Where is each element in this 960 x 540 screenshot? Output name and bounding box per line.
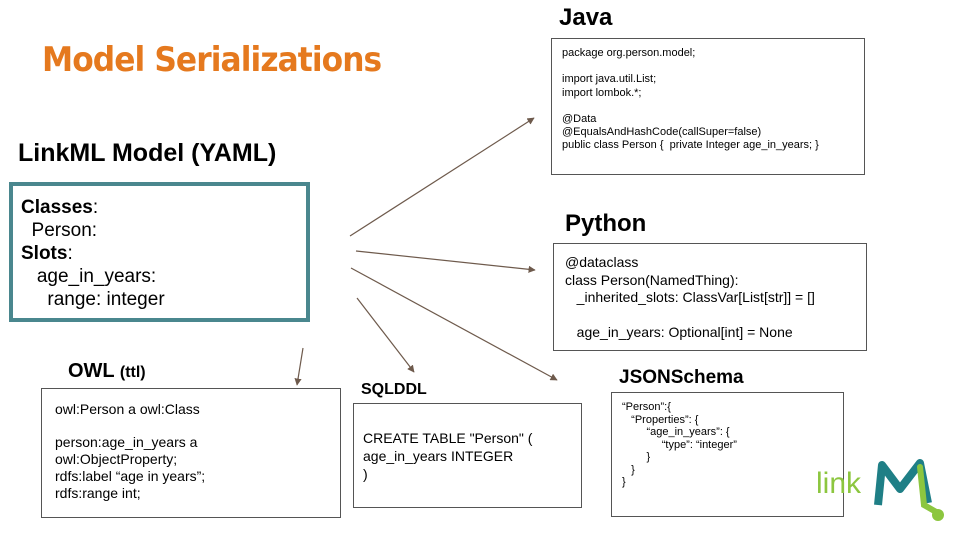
- python-code-line: _inherited_slots: ClassVar[List[str]] = …: [565, 289, 815, 305]
- yaml-line-slots: Slots:: [21, 243, 73, 264]
- java-code-box: package org.person.model; ​ import java.…: [551, 38, 865, 175]
- linkml-model-heading: LinkML Model (YAML): [18, 139, 277, 167]
- arrow-to-jsonschema: [350, 267, 558, 381]
- logo-m-tail: [917, 464, 941, 516]
- owl-code-line: rdfs:range int;: [55, 484, 141, 501]
- owl-code-line: rdfs:label “age in years”;: [55, 467, 206, 484]
- java-code-line: import lombok.*;: [562, 86, 642, 99]
- jsonschema-title: JSONSchema: [619, 367, 744, 388]
- java-code-line: import java.util.List;: [562, 73, 657, 86]
- logo-dot: [932, 509, 944, 521]
- jsonschema-code-line: “Properties”: {: [622, 413, 699, 426]
- python-title: Python: [565, 210, 647, 237]
- arrow-to-owl: [294, 347, 304, 386]
- owl-code-line: owl:Person a owl:Class: [55, 401, 200, 417]
- jsonschema-code-line: }: [622, 451, 651, 463]
- owl-code-box: owl:Person a owl:Class ​ person:age_in_y…: [41, 388, 341, 518]
- owl-code-line: person:age_in_years a: [55, 434, 198, 451]
- jsonschema-code-line: “age_in_years”: {: [622, 426, 730, 438]
- arrow-to-java: [349, 117, 535, 237]
- java-title: Java: [559, 4, 613, 31]
- sqlddl-code-line: ): [363, 466, 368, 482]
- slide-title: Model Serializations: [42, 40, 382, 80]
- python-code-line: class Person(NamedThing):: [565, 271, 739, 288]
- arrow-to-python: [355, 250, 536, 273]
- python-code-line: age_in_years: Optional[int] = None: [565, 324, 793, 340]
- linkml-yaml-box: Classes: Person: Slots: age_in_years: ra…: [9, 182, 310, 322]
- yaml-line-classes: Classes:: [21, 197, 99, 218]
- arrow-to-sqlddl: [356, 297, 415, 373]
- sqlddl-code-line: age_in_years INTEGER: [363, 448, 514, 464]
- owl-code-line: owl:ObjectProperty;: [55, 451, 178, 468]
- java-code-line: @EqualsAndHashCode(callSuper=false): [562, 126, 762, 139]
- jsonschema-code-line: “Person”:{: [622, 401, 671, 413]
- jsonschema-code-line: }: [622, 476, 626, 488]
- linkml-logo: link: [816, 459, 944, 521]
- jsonschema-code-box: “Person”:{ “Properties”: { “age_in_years…: [611, 392, 844, 517]
- yaml-line-person: Person:: [21, 220, 98, 241]
- python-code-box: @dataclass class Person(NamedThing): _in…: [553, 243, 867, 351]
- jsonschema-code-line: }: [622, 463, 635, 476]
- owl-title-subtitle: (ttl): [119, 364, 146, 381]
- yaml-line-range: range: integer: [21, 289, 165, 310]
- python-code-line: @dataclass: [565, 254, 639, 270]
- jsonschema-code-line: “type”: “integer”: [622, 438, 737, 451]
- java-code-line: public class Person { private Integer ag…: [562, 139, 819, 152]
- java-code-line: package org.person.model;: [562, 47, 696, 59]
- owl-title: OWL (ttl): [68, 360, 146, 383]
- sqlddl-code-box: CREATE TABLE "Person" ( age_in_years INT…: [353, 403, 582, 508]
- sqlddl-code-line: CREATE TABLE "Person" (: [363, 430, 533, 446]
- logo-text: link: [816, 467, 862, 500]
- sqlddl-title: SQLDDL: [361, 381, 427, 398]
- yaml-line-age-in-years: age_in_years:: [21, 266, 157, 287]
- java-code-line: @Data: [562, 113, 597, 126]
- owl-title-main: OWL: [68, 360, 115, 382]
